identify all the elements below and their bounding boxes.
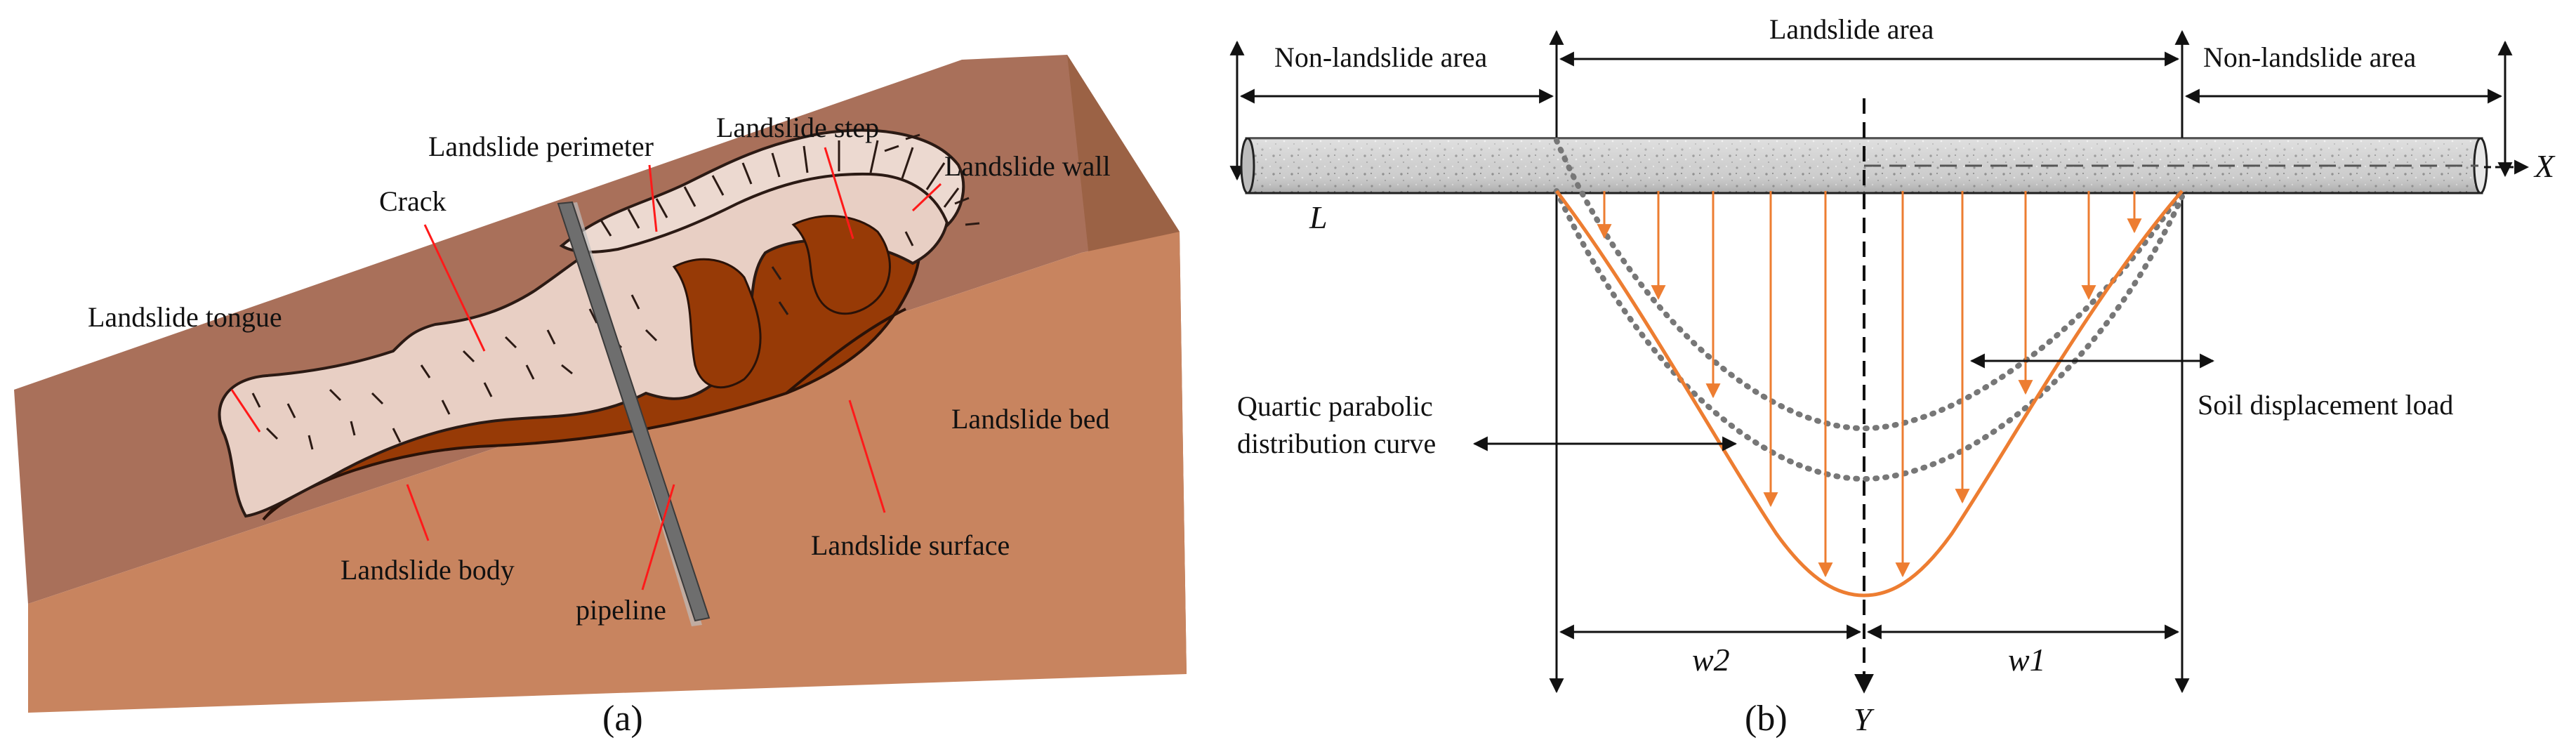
label-non-landslide-right: Non-landslide area	[2203, 41, 2416, 73]
label-x-axis: X	[2533, 148, 2556, 184]
label-landslide-wall: Landslide wall	[944, 150, 1111, 182]
label-landslide-area: Landslide area	[1769, 13, 1934, 45]
deformed-pipe-lower	[1554, 188, 2185, 482]
label-landslide-bed: Landslide bed	[951, 403, 1110, 435]
label-landslide-perimeter: Landslide perimeter	[428, 131, 654, 162]
label-quartic-line2: distribution curve	[1237, 428, 1436, 459]
label-crack: Crack	[379, 185, 447, 217]
leader-lines	[230, 147, 942, 591]
pipe-left-end	[1240, 137, 1255, 194]
crack-marks	[251, 133, 980, 450]
label-y-axis: Y	[1854, 701, 1875, 737]
panel-b: Non-landslide area Landslide area Non-la…	[1229, 13, 2556, 739]
label-non-landslide-left: Non-landslide area	[1274, 41, 1487, 73]
landslide-wall	[559, 128, 965, 253]
caption-a: (a)	[602, 699, 643, 739]
landslide-surface-line	[785, 308, 906, 395]
label-landslide-body: Landslide body	[341, 554, 515, 586]
label-landslide-surface: Landslide surface	[811, 529, 1010, 561]
label-landslide-tongue: Landslide tongue	[88, 301, 282, 333]
deformed-pipe-upper	[1554, 138, 2185, 432]
label-soil-displacement-load: Soil displacement load	[2198, 389, 2453, 421]
label-w2: w2	[1692, 642, 1730, 678]
label-quartic-line1: Quartic parabolic	[1237, 390, 1433, 422]
caption-b: (b)	[1745, 699, 1788, 739]
panel-a: Landslide tongue Crack Landslide perimet…	[14, 55, 1187, 739]
label-w1: w1	[2008, 642, 2046, 678]
landslide-step-band-2	[791, 215, 891, 315]
label-landslide-step: Landslide step	[716, 112, 879, 143]
label-pipeline: pipeline	[576, 594, 666, 626]
slope-front-face	[28, 232, 1187, 713]
quartic-load-curve	[1555, 190, 2184, 598]
landslide-step-band	[672, 258, 762, 389]
pipeline-shape	[557, 201, 711, 622]
label-L: L	[1309, 199, 1328, 235]
